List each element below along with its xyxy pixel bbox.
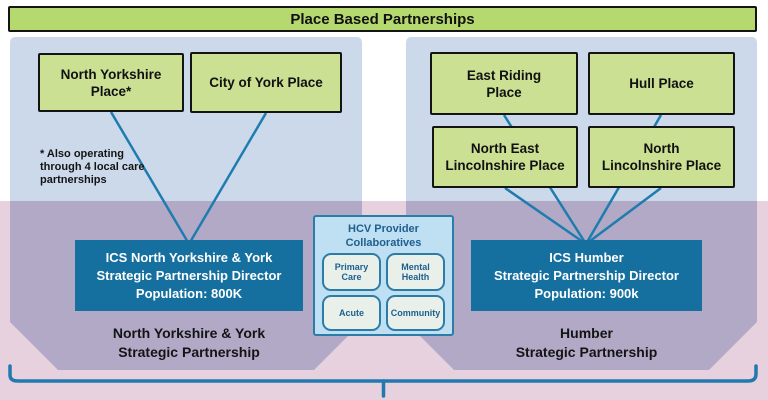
hcv-provider-collaboratives-box: HCV Provider Collaboratives Primary Care… [313, 215, 454, 336]
ics-humber-line-3: Population: 900k [534, 285, 639, 301]
ics-nyy-line-3: Population: 800K [135, 285, 243, 301]
page-title-banner: Place Based Partnerships [8, 6, 757, 32]
place-box-north-east-lincolnshire: North East Lincolnshire Place [432, 126, 578, 188]
partnership-label-humber: Humber Strategic Partnership [515, 325, 658, 360]
place-box-north-lincolnshire: North Lincolnshire Place [588, 126, 735, 188]
place-box-hull: Hull Place [588, 52, 735, 115]
page-title: Place Based Partnerships [290, 10, 475, 28]
hcv-item-community: Community [386, 295, 445, 331]
ics-box-north-yorkshire-york: ICS North Yorkshire & York Strategic Par… [75, 240, 303, 311]
footnote-local-care-partnerships: * Also operating through 4 local care pa… [40, 148, 145, 186]
hcv-item-primary-care: Primary Care [322, 253, 381, 291]
ics-humber-line-1: ICS Humber [549, 249, 624, 265]
hcv-item-acute: Acute [322, 295, 381, 331]
place-box-north-yorkshire: North Yorkshire Place* [38, 53, 184, 112]
ics-nyy-line-2: Strategic Partnership Director [96, 267, 282, 283]
hcv-title: HCV Provider Collaboratives [345, 223, 422, 249]
ics-nyy-line-1: ICS North Yorkshire & York [105, 249, 273, 265]
partnership-label-north-yorkshire-york: North Yorkshire & York Strategic Partner… [112, 325, 266, 360]
ics-humber-line-2: Strategic Partnership Director [494, 267, 679, 283]
place-box-city-of-york: City of York Place [190, 52, 342, 113]
ics-box-humber: ICS Humber Strategic Partnership Directo… [471, 240, 702, 311]
place-box-east-riding: East Riding Place [430, 52, 578, 115]
hcv-items-grid: Primary Care Mental Health Acute Communi… [322, 253, 445, 331]
hcv-item-mental-health: Mental Health [386, 253, 445, 291]
